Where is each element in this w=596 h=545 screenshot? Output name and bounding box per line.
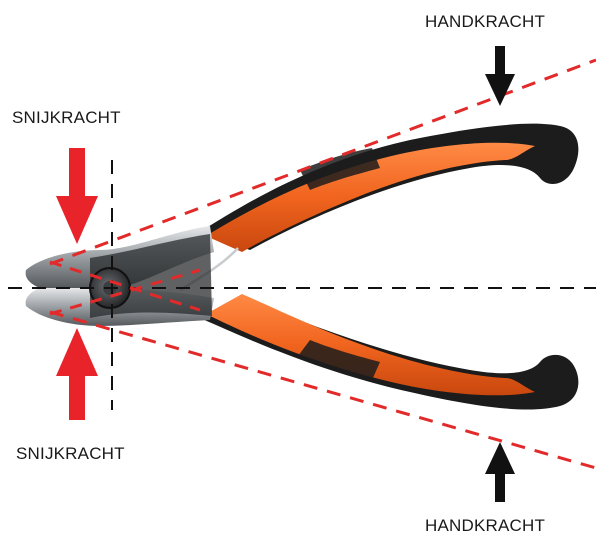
cutting-force-label-bottom: SNIJKRACHT <box>16 444 125 464</box>
pliers <box>26 124 579 410</box>
hand-force-label-bottom: HANDKRACHT <box>425 516 545 536</box>
hand-force-arrow-top <box>485 46 515 106</box>
cutting-force-arrow-bottom <box>56 328 98 420</box>
cutting-force-label-top: SNIJKRACHT <box>12 108 121 128</box>
cutting-force-arrow-top <box>56 148 98 244</box>
hand-force-label-top: HANDKRACHT <box>425 12 545 32</box>
hand-force-arrow-bottom <box>485 442 515 502</box>
